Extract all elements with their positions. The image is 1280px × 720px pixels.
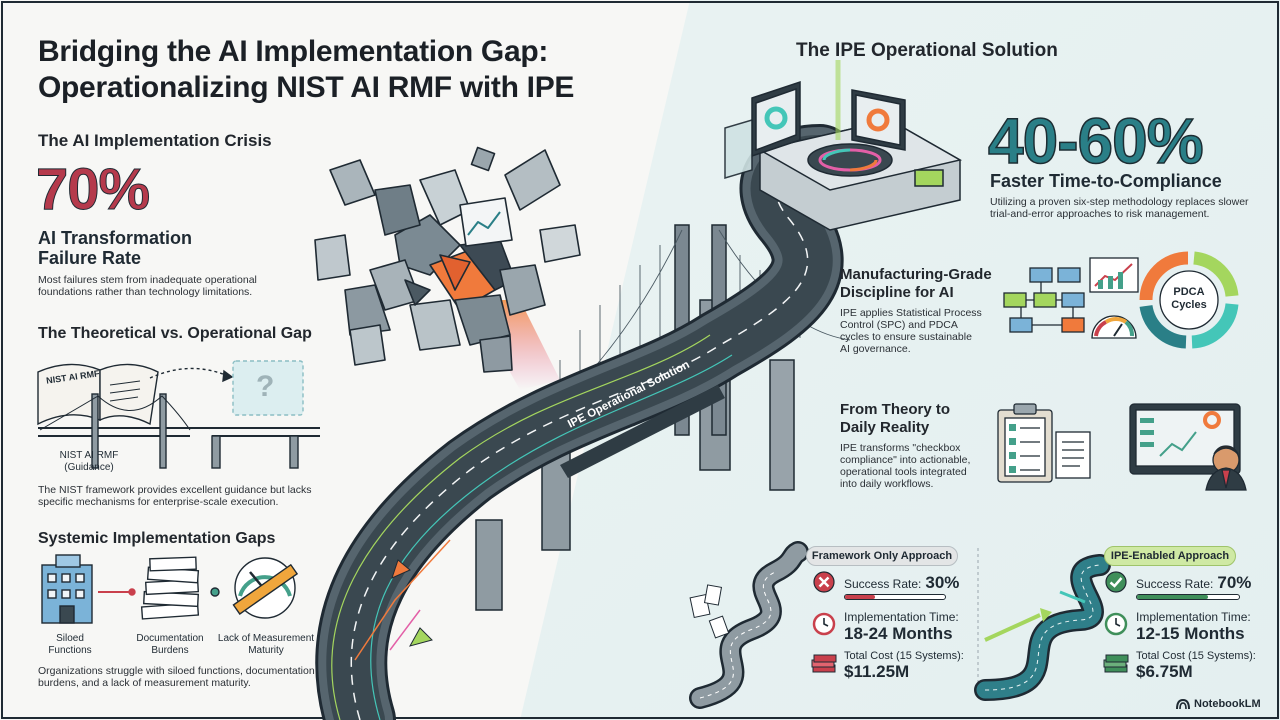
theory-heading-1: From Theory to	[840, 401, 951, 418]
crisis-desc-2: foundations rather than technology limit…	[38, 286, 253, 298]
failure-rate-label-1: AI Transformation	[38, 228, 193, 248]
theory-heading-2: Daily Reality	[840, 419, 930, 436]
manufacturing-heading-1: Manufacturing-Grade	[840, 266, 992, 283]
collapsed-bridge-debris	[314, 146, 581, 390]
manufacturing-process-icons	[1003, 251, 1239, 349]
pdca-label-2: Cycles	[1171, 299, 1207, 311]
pdca-label-1: PDCA	[1173, 286, 1205, 298]
theory-desc-3: operational tools integrated	[840, 466, 967, 478]
notebooklm-logo-icon	[1176, 698, 1190, 710]
theory-desc-1: IPE transforms "checkbox	[840, 442, 961, 454]
ipe-time-value: 12-15 Months	[1136, 624, 1245, 643]
documentation-label-1: Documentation	[136, 633, 204, 644]
manufacturing-desc-1: IPE applies Statistical Process	[840, 307, 982, 319]
brand-name: NotebookLM	[1194, 698, 1261, 710]
compliance-speed-stat: 40-60%	[987, 104, 1204, 178]
solution-heading: The IPE Operational Solution	[796, 40, 1058, 61]
clock-icon	[812, 612, 836, 636]
theory-desc-2: compliance" into actionable,	[840, 454, 971, 466]
bridge-label-2: (Guidance)	[64, 462, 114, 473]
brand-badge: NotebookLM	[1176, 698, 1261, 710]
ipe-cost-value: $6.75M	[1136, 662, 1193, 681]
comparison-panels	[689, 541, 1111, 709]
failure-rate-label-2: Failure Rate	[38, 248, 142, 268]
page-title-line-1: Bridging the AI Implementation Gap:	[38, 35, 549, 68]
systemic-desc-2: burdens, and a lack of measurement matur…	[38, 677, 251, 689]
systemic-gap-icons	[41, 554, 299, 624]
control-center-platform	[724, 60, 963, 231]
ipe-success-label: Success Rate:	[1136, 577, 1214, 591]
solution-desc-2: trial-and-error approaches to risk manag…	[990, 208, 1210, 220]
compliance-speed-label: Faster Time-to-Compliance	[990, 171, 1222, 191]
manufacturing-heading-2: Discipline for AI	[840, 284, 954, 301]
gap-desc-1: The NIST framework provides excellent gu…	[38, 484, 312, 496]
bridge-label-1: NIST AI RMF	[59, 450, 119, 461]
manufacturing-desc-3: cycles to ensure sustainable	[840, 331, 972, 343]
theory-gap-illustration	[37, 360, 320, 469]
framework-time-label: Implementation Time:	[844, 610, 959, 624]
measurement-label-1: Lack of Measurement	[217, 633, 315, 644]
solution-desc-1: Utilizing a proven six-step methodology …	[990, 196, 1249, 208]
framework-pill: Framework Only Approach	[806, 546, 958, 566]
question-mark-icon: ?	[256, 370, 275, 403]
x-circle-icon	[813, 571, 835, 593]
ipe-pill: IPE-Enabled Approach	[1104, 546, 1236, 566]
ipe-success-bar	[1136, 594, 1240, 600]
manufacturing-desc-2: Control (SPC) and PDCA	[840, 319, 958, 331]
measurement-label-2: Maturity	[248, 645, 284, 656]
framework-success-row: Success Rate: 30%	[844, 573, 959, 593]
clock-icon	[1104, 612, 1128, 636]
framework-success-bar	[844, 594, 946, 600]
framework-success-label: Success Rate:	[844, 577, 922, 591]
check-circle-icon	[1105, 571, 1127, 593]
framework-cost-value: $11.25M	[844, 662, 910, 681]
siloed-label-1: Siloed	[56, 633, 84, 644]
money-stack-icon	[811, 654, 837, 673]
gap-desc-2: specific mechanisms for enterprise-scale…	[38, 496, 279, 508]
framework-cost-label: Total Cost (15 Systems):	[844, 650, 964, 662]
ipe-cost-label: Total Cost (15 Systems):	[1136, 650, 1256, 662]
crisis-heading: The AI Implementation Crisis	[38, 131, 272, 150]
systemic-heading: Systemic Implementation Gaps	[38, 530, 276, 547]
crisis-desc-1: Most failures stem from inadequate opera…	[38, 274, 257, 286]
page-title-line-2: Operationalizing NIST AI RMF with IPE	[38, 71, 575, 104]
systemic-desc-1: Organizations struggle with siloed funct…	[38, 665, 315, 677]
ipe-success-row: Success Rate: 70%	[1136, 573, 1251, 593]
daily-reality-icons	[997, 403, 1247, 491]
documentation-label-2: Burdens	[151, 645, 189, 656]
framework-time-value: 18-24 Months	[844, 624, 953, 643]
failure-rate-stat: 70%	[35, 157, 150, 223]
framework-success-value: 30%	[925, 573, 960, 592]
ipe-bridge-road	[315, 124, 856, 720]
siloed-label-2: Functions	[48, 645, 92, 656]
theory-desc-4: into daily workflows.	[840, 478, 934, 490]
manufacturing-desc-4: AI governance.	[840, 343, 911, 355]
gap-heading: The Theoretical vs. Operational Gap	[38, 325, 312, 342]
money-stack-icon	[1103, 654, 1129, 673]
ipe-time-label: Implementation Time:	[1136, 610, 1251, 624]
ipe-success-value: 70%	[1217, 573, 1252, 592]
